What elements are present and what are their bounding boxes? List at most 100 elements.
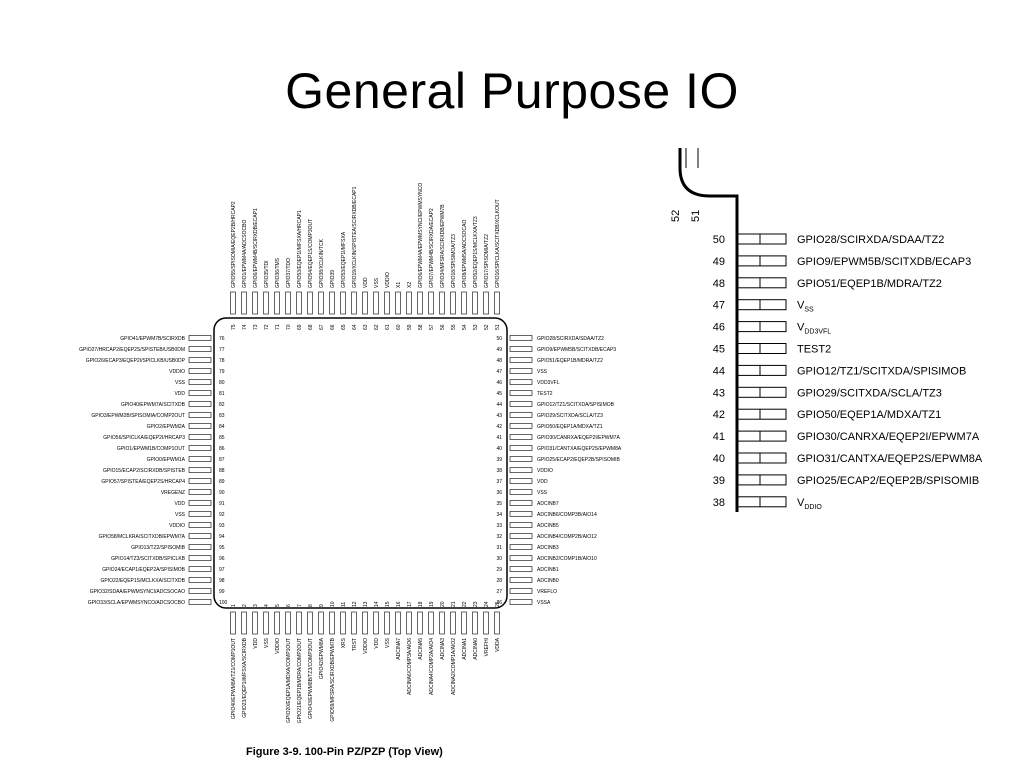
pin-label-bottom: ADCINA7 <box>396 638 402 660</box>
pin-label: GPIO9/EPWM5B/SCITXDB/ECAP3 <box>797 256 971 268</box>
pin-label-bottom: ADCINA3 <box>440 638 446 660</box>
pin-right <box>509 445 533 451</box>
pin-stub <box>737 321 787 333</box>
pin-number-left: 91 <box>219 501 225 507</box>
pin-right <box>509 390 533 396</box>
pin-label-top: GPIO8/EPWM5A/ADCSOCAO <box>462 220 468 288</box>
pin-label-right: VSS <box>537 369 548 375</box>
pin-top <box>329 291 335 315</box>
pin-number-top: 58 <box>418 324 424 330</box>
pin-number-top: 65 <box>341 324 347 330</box>
top-pin-number: 51 <box>690 210 702 222</box>
pin-number-bottom: 24 <box>484 601 490 607</box>
pin-label-bottom: ADCINA4/COMP2A/AIO4 <box>429 638 435 695</box>
pin-bottom <box>483 611 489 635</box>
pin-label-right: TEST2 <box>537 391 553 397</box>
pin-left <box>188 489 212 495</box>
pin-label-bottom: ADCINA0 <box>473 638 479 660</box>
pin-top <box>351 291 357 315</box>
pin-label-top: GPIO53/EQEP1I/MFSXA <box>341 231 347 288</box>
pin-number-top: 52 <box>484 324 490 330</box>
slide-title: General Purpose IO <box>285 63 739 119</box>
pin-label-top: GPIO18/SPISIMOA/TZ3 <box>451 234 457 288</box>
pin-label-top: GPIO19/XCLKIN/SPISTEA/SCIRXDB/ECAP1 <box>352 186 358 288</box>
pin-number-left: 96 <box>219 556 225 562</box>
pin-left <box>188 588 212 594</box>
pin-number-left: 87 <box>219 457 225 463</box>
pin-label-right: ADCINB7 <box>537 501 559 507</box>
pin-bottom <box>428 611 434 635</box>
pin-number-right: 42 <box>496 424 502 430</box>
pin-number-right: 28 <box>496 578 502 584</box>
pin-number-left: 82 <box>219 402 225 408</box>
pin-left <box>188 346 212 352</box>
pin-number-bottom: 10 <box>330 601 336 607</box>
pin-top <box>241 291 247 315</box>
pin-top <box>395 291 401 315</box>
pin-right <box>509 511 533 517</box>
pin-left <box>188 434 212 440</box>
pin-label-bottom: VSS <box>385 637 391 648</box>
pin-number-left: 98 <box>219 578 225 584</box>
pin-number-right: 40 <box>496 446 502 452</box>
pin-bottom <box>406 611 412 635</box>
pin-label-bottom: VDDIO <box>275 638 281 654</box>
pin-stub <box>737 255 787 267</box>
pin-label-bottom: GPIO21/EQEP1B/MDRA/COMP2OUT <box>297 638 303 723</box>
pin-top <box>252 291 258 315</box>
pin-label: VDDIO <box>797 497 822 511</box>
pin-number-top: 57 <box>429 324 435 330</box>
pin-right <box>509 357 533 363</box>
pin-label-left: GPIO3/EPWM2B/SPISOMIA/COMP2OUT <box>91 413 185 419</box>
pin-label-left: GPIO27/HRCAP2/EQEP2S/SPISTEB/USB0DM <box>79 347 185 353</box>
pin-label-main: GPIO28/SCIRXDA/SDAA/TZ2 <box>797 234 944 246</box>
pin-number-bottom: 6 <box>286 604 292 607</box>
pin-bottom <box>340 611 346 635</box>
pin-top <box>230 291 236 315</box>
pin-label-bottom: GPIO42/EPWM8A <box>319 637 325 679</box>
pin-bottom <box>494 611 500 635</box>
pin-bottom <box>285 611 291 635</box>
pin-stub <box>737 408 787 420</box>
pin-bottom <box>395 611 401 635</box>
pin-number-right: 43 <box>496 413 502 419</box>
pin-number-top: 53 <box>473 324 479 330</box>
pin-left <box>188 368 212 374</box>
pin-right <box>509 555 533 561</box>
pin-label-top: VDDIO <box>385 272 391 288</box>
pin-label-bottom: VDDIO <box>363 638 369 654</box>
pin-top <box>340 291 346 315</box>
pin-bottom <box>351 611 357 635</box>
pin-left <box>188 478 212 484</box>
pin-number: 41 <box>713 431 725 443</box>
pin-top <box>406 291 412 315</box>
pin-bottom <box>230 611 236 635</box>
pin-left <box>188 599 212 605</box>
figure-caption: Figure 3-9. 100-Pin PZ/PZP (Top View) <box>246 746 443 758</box>
pin-right <box>509 379 533 385</box>
pin-top <box>318 291 324 315</box>
pin-right <box>509 500 533 506</box>
pin-label-main: V <box>797 497 805 509</box>
pin-number-bottom: 19 <box>429 601 435 607</box>
pin-bottom <box>384 611 390 635</box>
pin-label-main: GPIO9/EPWM5B/SCITXDB/ECAP3 <box>797 256 971 268</box>
pin-number-right: 34 <box>496 512 502 518</box>
pin-number: 48 <box>713 278 725 290</box>
pin-number-bottom: 11 <box>341 602 347 607</box>
pin-label-top: GPIO6/EPWM4B/SCIRXDB/ECAP1 <box>253 208 259 288</box>
pin-label: VDD3VFL <box>797 322 831 336</box>
pin-number-right: 44 <box>496 402 502 408</box>
pin-left <box>188 401 212 407</box>
pin-label-left: GPIO58/MCLKRA/SCITXDB/EPWM7A <box>99 534 186 540</box>
pin-label-right: GPIO29/SCITXDA/SCLA/TZ3 <box>537 413 603 419</box>
pin-stub <box>737 474 787 486</box>
pin-bottom <box>439 611 445 635</box>
pin-label-main: V <box>797 300 805 312</box>
pin-label-left: GPIO24/ECAP1/EQEP2A/SPISIMOB <box>102 567 185 573</box>
pin-number-top: 67 <box>319 324 325 330</box>
pin-bottom <box>461 611 467 635</box>
pin-label: GPIO30/CANRXA/EQEP2I/EPWM7A <box>797 431 980 443</box>
pin-label: GPIO50/EQEP1A/MDXA/TZ1 <box>797 409 941 421</box>
pin-left <box>188 566 212 572</box>
